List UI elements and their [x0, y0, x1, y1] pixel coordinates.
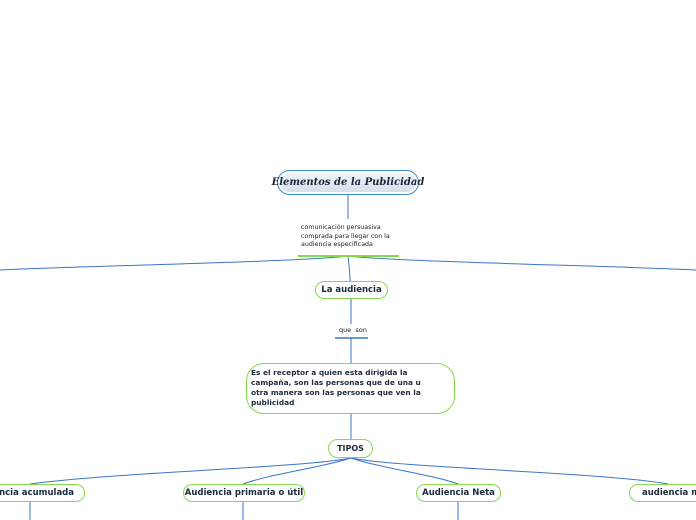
- connector-branch-left: [0, 255, 349, 271]
- connector-tipos-1: [29, 457, 352, 485]
- description-line: otra manera son las personas que ven la: [251, 388, 421, 397]
- node-tipos[interactable]: TIPOS: [328, 439, 373, 458]
- node-tipo-audiencia-neta[interactable]: Audiencia Neta: [416, 484, 501, 502]
- connector-note-audiencia: [347, 255, 351, 282]
- node-label: audiencia media: [642, 488, 696, 498]
- node-label: Audiencia primaria o útil: [184, 488, 304, 498]
- node-tipo-audiencia-primaria[interactable]: Audiencia primaria o útil: [183, 484, 305, 502]
- connector-tipos-4: [350, 457, 669, 485]
- description-line: publicidad: [251, 398, 295, 407]
- connector-branch-right: [347, 255, 696, 271]
- node-label: Audiencia acumulada: [0, 488, 74, 498]
- root-note-line: comunicación persuasiva: [301, 224, 381, 231]
- node-la-audiencia[interactable]: La audiencia: [315, 281, 388, 299]
- root-node[interactable]: Elementos de la Publicidad: [272, 170, 424, 195]
- root-note-line: comprada para llegar con la: [301, 232, 390, 240]
- connector-tipos-2: [242, 457, 352, 485]
- node-tipo-audiencia-acumulada[interactable]: Audiencia acumulada: [0, 484, 85, 502]
- description-line: Es el receptor a quien esta dirigida la: [251, 368, 408, 377]
- connector-tipos-3: [350, 457, 459, 485]
- root-note-line: audiencia especificada: [301, 241, 373, 249]
- connector-label-que-son: que son: [339, 326, 367, 334]
- node-label: Audiencia Neta: [422, 488, 495, 498]
- node-tipo-audiencia-media[interactable]: audiencia media: [629, 484, 696, 502]
- description-line: campaña, son las personas que de una u: [251, 378, 421, 387]
- node-description[interactable]: Es el receptor a quien esta dirigida la …: [246, 363, 455, 414]
- root-note-text: comunicación persuasiva comprada para ll…: [301, 224, 390, 250]
